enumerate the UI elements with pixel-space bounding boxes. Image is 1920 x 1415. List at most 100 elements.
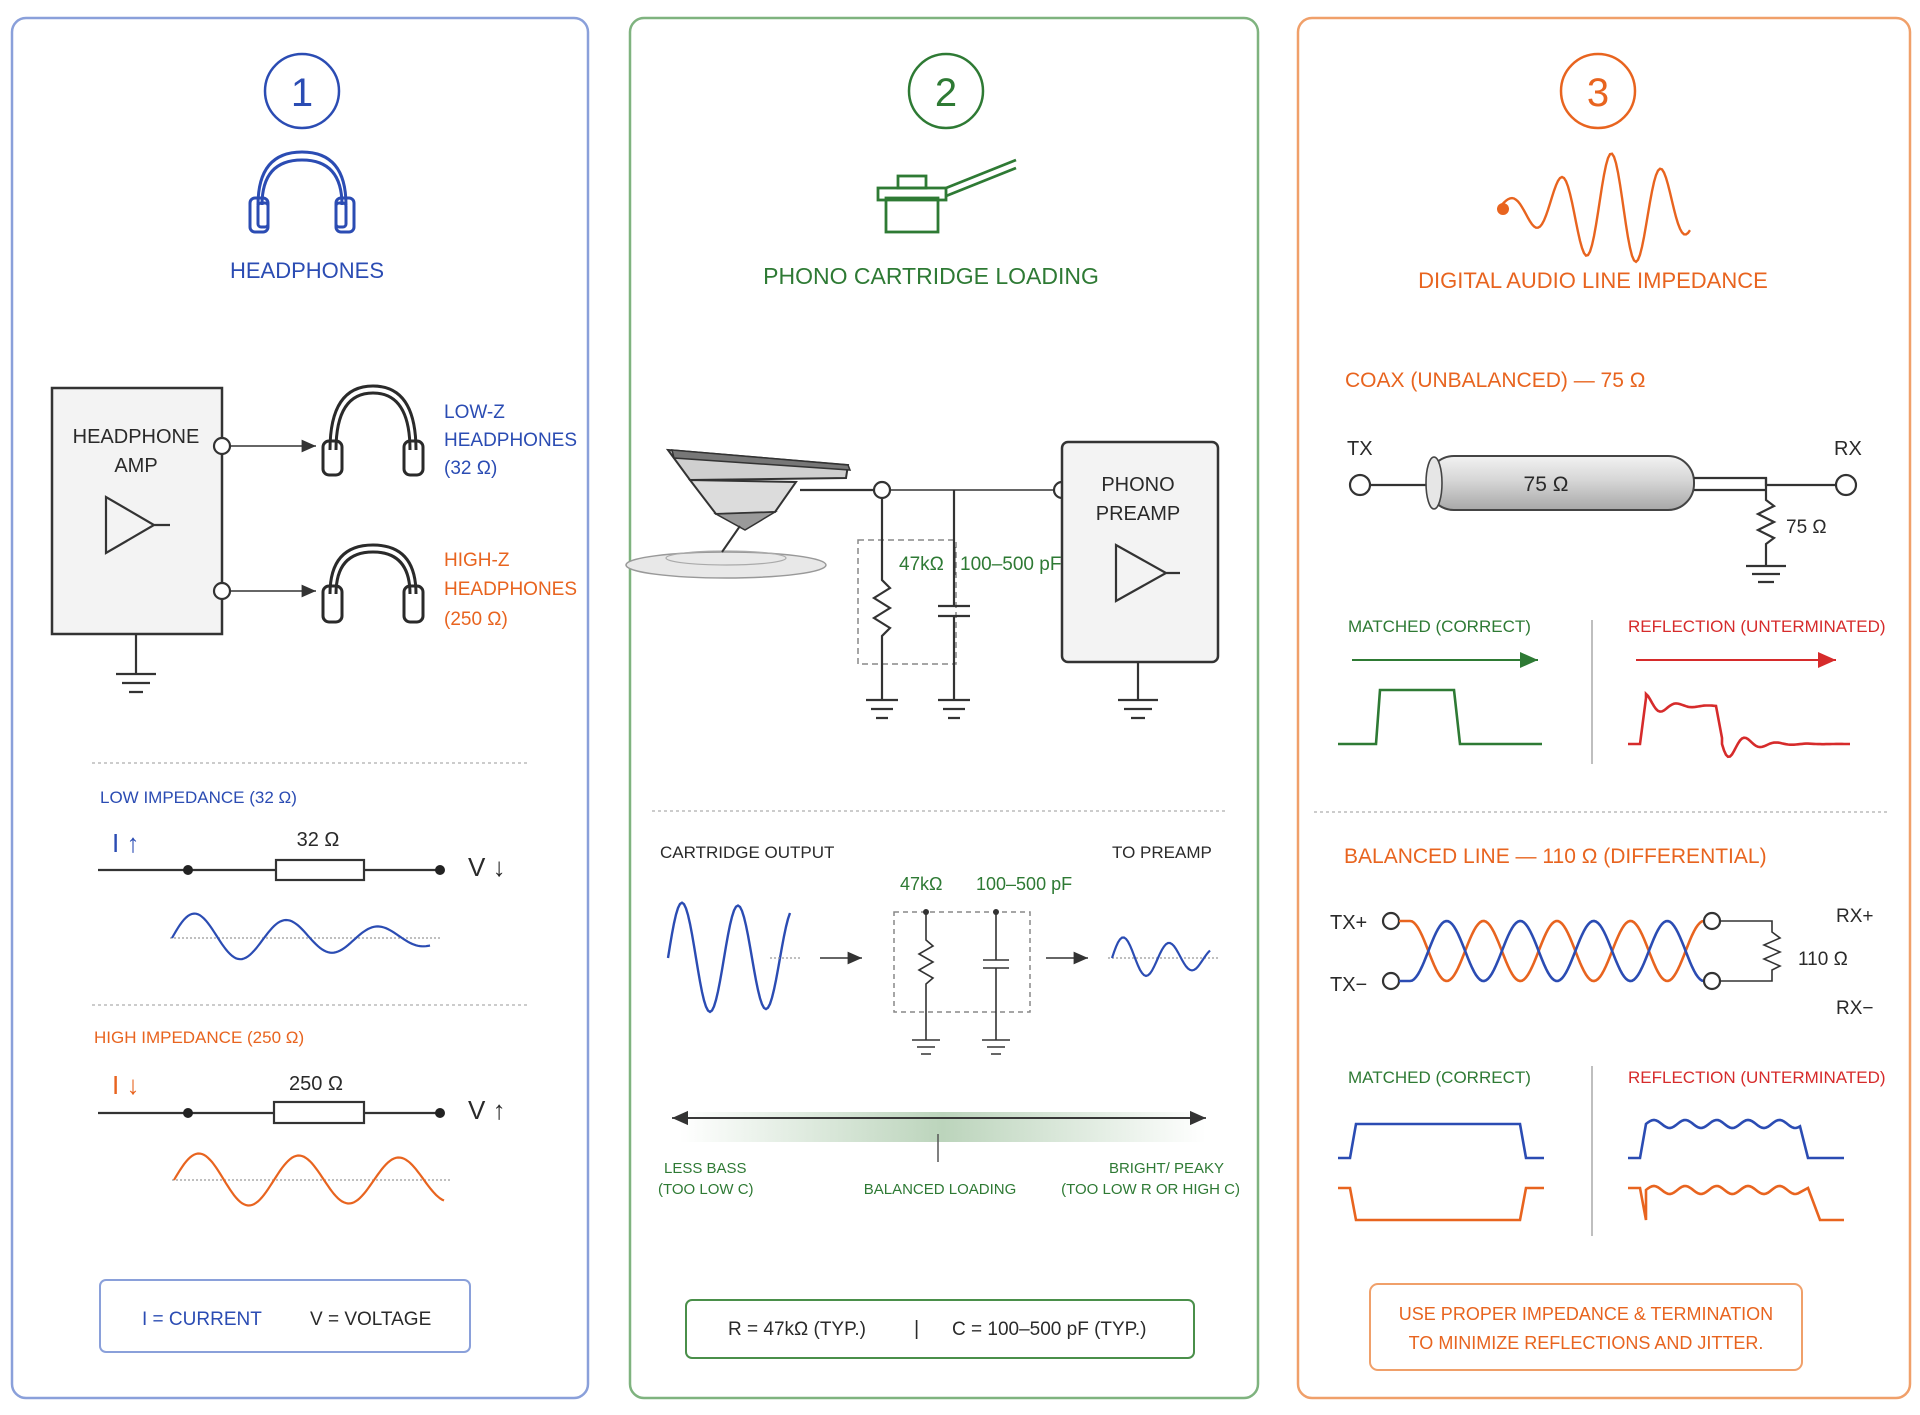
lowz-label-line1: LOW-Z: [444, 402, 505, 423]
load-network-box: [857, 539, 957, 665]
balanced-txp-label: TX+: [1330, 912, 1367, 934]
balanced-rxp-label: RX+: [1836, 906, 1874, 927]
step-3-circle: [1559, 52, 1637, 130]
balanced-matched-orange: [1338, 1186, 1544, 1222]
amp-label-line2: AMP: [114, 455, 157, 477]
tonearm-icon: [876, 158, 1017, 234]
bright-peaky-line2: (TOO LOW R OR HIGH C): [1061, 1181, 1240, 1198]
amp-symbol: [104, 495, 170, 555]
coax-termination-resistor: [1746, 478, 1786, 584]
coax-rx-label: RX: [1834, 438, 1862, 460]
step-2-circle: [907, 52, 985, 130]
panel-headphones: 1 HEADPHONES HEADPHONE AMP: [10, 16, 590, 1400]
balanced-termination-label: 110 Ω: [1798, 949, 1848, 970]
step-1-circle: [263, 52, 341, 130]
flow-r-label: 47kΩ: [900, 874, 942, 894]
preamp-input-waveform: [1110, 936, 1211, 978]
panel-3-title: DIGITAL AUDIO LINE IMPEDANCE: [1418, 268, 1768, 293]
headphones-icon: [248, 150, 356, 234]
highz-label-line3: (250 Ω): [444, 609, 508, 630]
coax-reflection-waveform: [1628, 690, 1850, 759]
balanced-matched-blue: [1338, 1122, 1544, 1160]
load-r-label: 47kΩ: [899, 554, 944, 575]
amp-label-line1: HEADPHONE: [73, 426, 200, 448]
low-node-right: [435, 865, 445, 875]
balanced-rxm-label: RX−: [1836, 998, 1874, 1019]
less-bass-line2: (TOO LOW C): [658, 1181, 754, 1198]
preamp-label-line2: PREAMP: [1096, 503, 1180, 525]
amp-output-high: [212, 581, 232, 601]
flow-capacitor-ground: [982, 1039, 1010, 1055]
bright-peaky-line1: BRIGHT/ PEAKY: [1109, 1160, 1224, 1177]
load-resistor: [871, 498, 893, 700]
cartridge-output-waveform: [666, 901, 792, 1014]
amp-output-low: [212, 436, 232, 456]
balanced-matched-label: MATCHED (CORRECT): [1348, 1068, 1531, 1087]
panel-1-title: HEADPHONES: [230, 258, 384, 283]
low-resistor-label: 32 Ω: [297, 829, 340, 851]
amp-ground-symbol: [116, 634, 156, 694]
coax-title: COAX (UNBALANCED) — 75 Ω: [1345, 369, 1645, 392]
cartridge-output-label: CARTRIDGE OUTPUT: [660, 843, 834, 862]
high-resistor: [272, 1100, 366, 1125]
panel-1-border: [10, 16, 590, 1400]
coax-matched-label: MATCHED (CORRECT): [1348, 617, 1531, 636]
waveform-icon-dot: [1497, 203, 1509, 215]
coax-tx-terminal: [1348, 473, 1372, 497]
lowz-headphones-icon: [321, 384, 425, 477]
preamp-ground: [1118, 662, 1158, 720]
cartridge-drawing: [625, 448, 852, 579]
flow-resistor: [917, 910, 935, 1040]
balanced-txm-terminal: [1381, 971, 1401, 991]
balanced-txp-terminal: [1381, 911, 1401, 931]
coax-termination-label: 75 Ω: [1786, 517, 1827, 538]
panel-digital: 3 DIGITAL AUDIO LINE IMPEDANCE COAX (UNB…: [1296, 16, 1912, 1400]
balanced-loading-label: BALANCED LOADING: [864, 1181, 1017, 1198]
panel-phono: 2 PHONO CARTRIDGE LOADING 47kΩ: [625, 16, 1260, 1400]
balanced-reflection-blue: [1628, 1118, 1844, 1160]
high-node-right: [435, 1108, 445, 1118]
to-preamp-label: TO PREAMP: [1112, 843, 1212, 862]
low-voltage-indicator: V ↓: [468, 852, 506, 882]
balanced-reflection-orange: [1628, 1184, 1844, 1222]
high-resistor-label: 250 Ω: [289, 1073, 343, 1095]
high-impedance-waveform: [173, 1152, 445, 1207]
footer-capacitance: C = 100–500 pF (TYP.): [952, 1319, 1147, 1340]
high-voltage-indicator: V ↑: [468, 1095, 506, 1125]
low-node-left: [183, 865, 193, 875]
coax-tx-label: TX: [1347, 438, 1373, 460]
panel-3-border: [1296, 16, 1912, 1400]
footer-resistance: R = 47kΩ (TYP.): [728, 1319, 866, 1340]
twisted-pair-wire-blue: [1399, 919, 1705, 983]
loading-gradient: [680, 1112, 1206, 1142]
digital-footer-line1: USE PROPER IMPEDANCE & TERMINATION: [1399, 1304, 1773, 1324]
waveform-icon: [1497, 152, 1691, 264]
legend-current: I = CURRENT: [142, 1309, 262, 1330]
balanced-reflection-label: REFLECTION (UNTERMINATED): [1628, 1068, 1886, 1087]
lowz-label-line2: HEADPHONES: [444, 430, 577, 451]
flow-c-label: 100–500 pF: [976, 874, 1072, 894]
cartridge-output-node: [872, 480, 892, 500]
flow-resistor-ground: [912, 1039, 940, 1055]
low-resistor: [274, 858, 366, 882]
high-impedance-title: HIGH IMPEDANCE (250 Ω): [94, 1028, 304, 1047]
phono-preamp-box: [1060, 440, 1220, 664]
coax-cable-end: [1425, 456, 1443, 510]
capacitor-ground: [938, 698, 970, 720]
panel-2-title: PHONO CARTRIDGE LOADING: [763, 263, 1099, 289]
balanced-termination-resistor: [1720, 920, 1782, 982]
preamp-label-line1: PHONO: [1101, 474, 1174, 496]
step-3-number: 3: [1587, 71, 1609, 115]
highz-headphones-icon: [321, 543, 425, 624]
coax-reflection-label: REFLECTION (UNTERMINATED): [1628, 617, 1886, 636]
low-impedance-waveform: [171, 912, 431, 961]
coax-matched-waveform: [1338, 688, 1542, 746]
legend-voltage: V = VOLTAGE: [310, 1309, 431, 1330]
phono-footer-box: [685, 1299, 1195, 1359]
step-2-number: 2: [935, 71, 957, 115]
flow-node: [993, 909, 999, 915]
flow-node: [923, 909, 929, 915]
headphone-amp-box: [50, 386, 224, 636]
high-current-indicator: I ↓: [112, 1070, 139, 1100]
